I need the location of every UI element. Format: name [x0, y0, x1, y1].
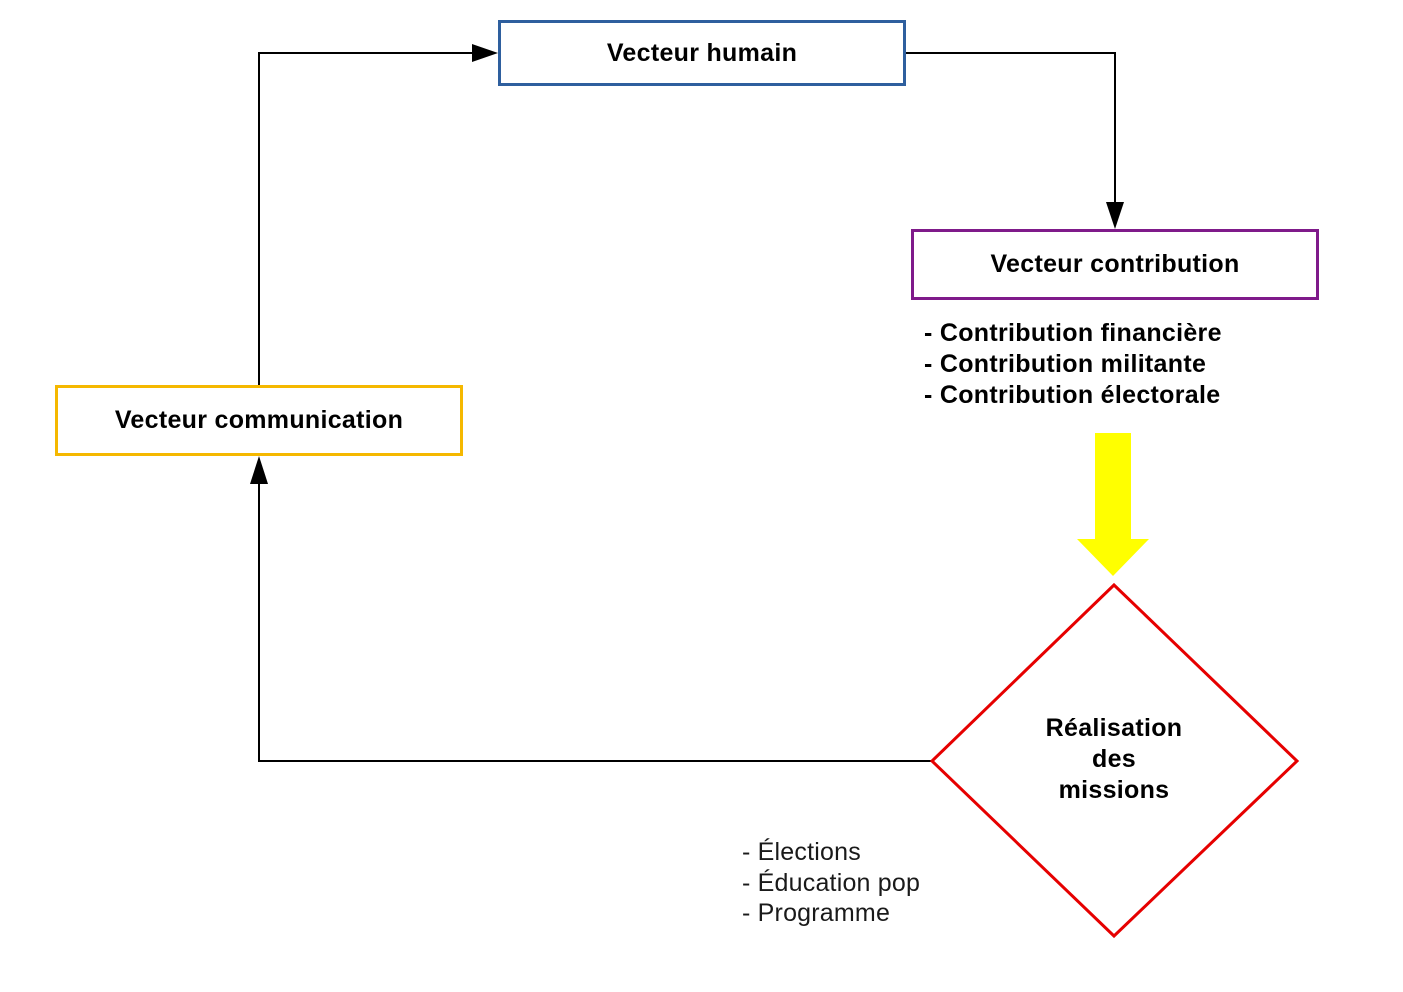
missions-label: Réalisation des missions: [1014, 713, 1214, 806]
missions-diamond: [929, 582, 1300, 939]
missions-label-line: des: [1092, 745, 1136, 773]
vecteur-contribution-label: Vecteur contribution: [990, 250, 1240, 278]
missions-item: - Éducation pop: [742, 868, 921, 897]
big-yellow-arrow: [1077, 433, 1149, 576]
connector-humain-to-contribution: [906, 52, 1116, 203]
arrowhead-to-humain: [472, 44, 498, 62]
arrowhead-to-contribution: [1106, 202, 1124, 229]
vecteur-contribution-box: Vecteur contribution: [911, 229, 1319, 300]
missions-item: - Programme: [742, 899, 891, 927]
vecteur-humain-label: Vecteur humain: [606, 38, 798, 67]
missions-label-line: Réalisation: [1045, 714, 1183, 742]
arrowhead-to-communication: [250, 456, 268, 484]
vecteur-communication-label: Vecteur communication: [114, 406, 404, 434]
missions-item: - Élections: [742, 838, 861, 866]
vecteur-communication-box: Vecteur communication: [55, 385, 463, 456]
contribution-item: - Contribution électorale: [924, 381, 1221, 409]
missions-label-line: missions: [1058, 776, 1170, 804]
contribution-item: - Contribution militante: [924, 350, 1207, 378]
contribution-item: - Contribution financière: [924, 319, 1222, 347]
connector-communication-to-humain: [258, 52, 472, 385]
missions-list: - Élections - Éducation pop - Programme: [742, 837, 920, 929]
contribution-list: - Contribution financière - Contribution…: [924, 318, 1222, 411]
vecteur-humain-box: Vecteur humain: [498, 20, 906, 86]
connector-missions-to-communication: [258, 483, 932, 762]
